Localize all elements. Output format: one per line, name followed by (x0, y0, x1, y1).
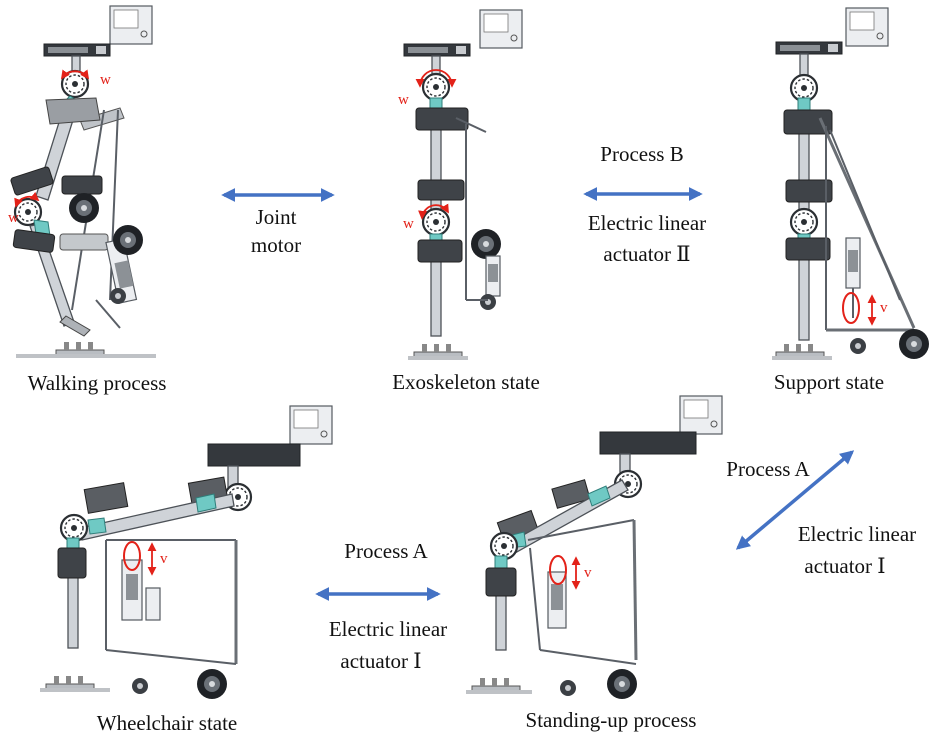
linear-velocity-label: v (584, 565, 592, 581)
angular-velocity-label: w (398, 92, 409, 108)
exoskeleton-state-label: Exoskeleton state (392, 370, 540, 394)
walking-process-illustration: w w (8, 5, 156, 358)
standing-up-process-illustration: v (466, 395, 723, 699)
process-a-bottom-label: Process A (344, 539, 428, 563)
linear-velocity-label: v (880, 300, 888, 316)
wheelchair-state-label: Wheelchair state (97, 711, 238, 735)
angular-velocity-label: w (100, 72, 111, 88)
process-b-actuator-line2: actuator Ⅱ (603, 242, 690, 266)
standing-up-process-label: Standing-up process (526, 708, 697, 732)
process-b-label: Process B (600, 142, 683, 166)
process-a-right-actuator-line2: actuator Ⅰ (804, 554, 885, 578)
angular-velocity-label-knee: w (403, 216, 414, 232)
process-a-bottom-actuator-line2: actuator Ⅰ (340, 649, 421, 673)
support-state-label: Support state (774, 370, 884, 394)
support-state-illustration: v (772, 7, 929, 360)
walking-process-label: Walking process (28, 371, 167, 395)
exoskeleton-state-illustration: w w (398, 9, 523, 360)
process-a-right-label: Process A (726, 457, 810, 481)
joint-motor-label-line1: Joint (256, 205, 297, 229)
joint-motor-label-line2: motor (251, 233, 301, 257)
process-b-actuator-line1: Electric linear (588, 211, 706, 235)
angular-velocity-label-knee: w (8, 210, 19, 226)
process-a-right-actuator-line1: Electric linear (798, 522, 916, 546)
wheelchair-state-illustration: v (40, 405, 333, 699)
process-a-right-arrow (735, 450, 855, 550)
process-a-bottom-actuator-line1: Electric linear (329, 617, 447, 641)
linear-velocity-label: v (160, 551, 168, 567)
